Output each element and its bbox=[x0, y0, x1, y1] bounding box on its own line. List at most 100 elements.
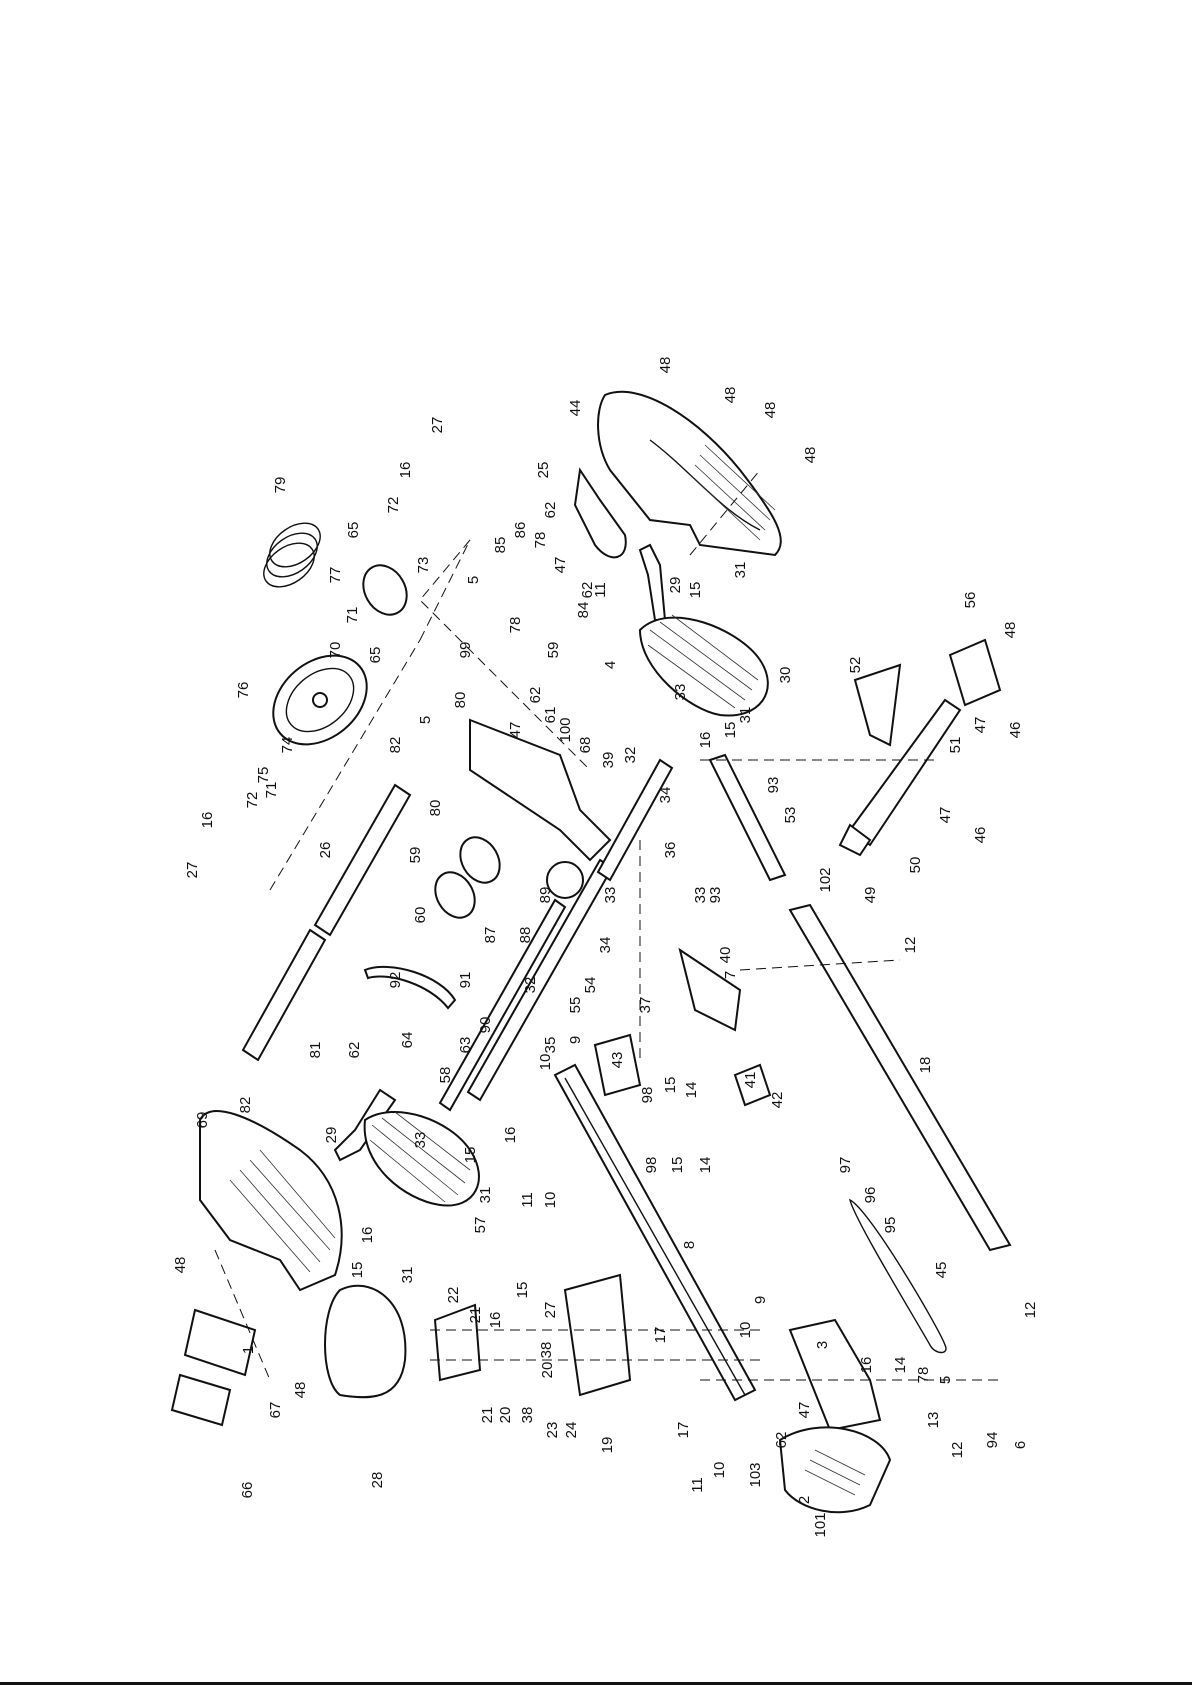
callout-31: 31 bbox=[477, 1187, 494, 1204]
callout-47: 47 bbox=[552, 557, 569, 574]
callout-37: 37 bbox=[637, 997, 654, 1014]
callout-34: 34 bbox=[597, 937, 614, 954]
arm-58 bbox=[438, 898, 567, 1112]
assembly-guides bbox=[214, 469, 1000, 1381]
callout-48: 48 bbox=[657, 357, 674, 374]
callout-85: 85 bbox=[492, 537, 509, 554]
callout-62: 62 bbox=[346, 1042, 363, 1059]
callout-72: 72 bbox=[385, 497, 402, 514]
callout-71: 71 bbox=[263, 782, 280, 799]
callout-15: 15 bbox=[662, 1077, 679, 1094]
block-56 bbox=[948, 638, 1002, 707]
callout-17: 17 bbox=[675, 1422, 692, 1439]
curved-guard bbox=[363, 965, 457, 1010]
callout-16: 16 bbox=[697, 732, 714, 749]
callout-47: 47 bbox=[796, 1402, 813, 1419]
callout-56: 56 bbox=[962, 592, 979, 609]
frame-41 bbox=[678, 947, 742, 1032]
callout-62: 62 bbox=[542, 502, 559, 519]
callout-9: 9 bbox=[752, 1296, 769, 1304]
belt-45 bbox=[848, 1198, 947, 1354]
callout-48: 48 bbox=[172, 1257, 189, 1274]
pedal-left bbox=[363, 1111, 480, 1207]
callout-16: 16 bbox=[397, 462, 414, 479]
callout-54: 54 bbox=[582, 977, 599, 994]
seat-cushion bbox=[324, 1284, 407, 1399]
front-shroud bbox=[199, 1110, 343, 1292]
callout-36: 36 bbox=[662, 842, 679, 859]
callout-88: 88 bbox=[517, 927, 534, 944]
callout-75: 75 bbox=[255, 767, 272, 784]
callout-29: 29 bbox=[323, 1127, 340, 1144]
parts-artwork bbox=[170, 390, 1012, 1514]
bracket-42 bbox=[733, 1063, 772, 1107]
callout-99: 99 bbox=[457, 642, 474, 659]
callout-87: 87 bbox=[482, 927, 499, 944]
callout-14: 14 bbox=[892, 1357, 909, 1374]
callout-67: 67 bbox=[267, 1402, 284, 1419]
callout-20: 20 bbox=[497, 1407, 514, 1424]
callout-55: 55 bbox=[567, 997, 584, 1014]
callout-48: 48 bbox=[762, 402, 779, 419]
callout-82: 82 bbox=[237, 1097, 254, 1114]
callout-14: 14 bbox=[697, 1157, 714, 1174]
callout-57: 57 bbox=[472, 1217, 489, 1234]
callout-32: 32 bbox=[522, 977, 539, 994]
callout-78: 78 bbox=[532, 532, 549, 549]
callout-18: 18 bbox=[917, 1057, 934, 1074]
callout-33: 33 bbox=[412, 1132, 429, 1149]
callout-16: 16 bbox=[502, 1127, 519, 1144]
callout-5: 5 bbox=[937, 1376, 954, 1384]
callout-80: 80 bbox=[452, 692, 469, 709]
callout-15: 15 bbox=[687, 582, 704, 599]
callout-98: 98 bbox=[639, 1087, 656, 1104]
console-67 bbox=[183, 1308, 257, 1377]
callout-40: 40 bbox=[717, 947, 734, 964]
callout-47: 47 bbox=[937, 807, 954, 824]
callout-25: 25 bbox=[535, 462, 552, 479]
callout-15: 15 bbox=[669, 1157, 686, 1174]
callout-15: 15 bbox=[462, 1147, 479, 1164]
callout-62: 62 bbox=[773, 1432, 790, 1449]
callout-45: 45 bbox=[933, 1262, 950, 1279]
callout-7: 7 bbox=[722, 971, 739, 979]
callout-48: 48 bbox=[802, 447, 819, 464]
callout-8: 8 bbox=[681, 1241, 698, 1249]
callout-90: 90 bbox=[477, 1017, 494, 1034]
callout-91: 91 bbox=[457, 972, 474, 989]
callout-89: 89 bbox=[537, 887, 554, 904]
console-66 bbox=[170, 1373, 232, 1427]
callout-74: 74 bbox=[279, 737, 296, 754]
callout-59: 59 bbox=[545, 642, 562, 659]
callout-15: 15 bbox=[349, 1262, 366, 1279]
callout-76: 76 bbox=[235, 682, 252, 699]
callout-102: 102 bbox=[817, 867, 834, 892]
callout-66: 66 bbox=[239, 1482, 256, 1499]
callout-16: 16 bbox=[359, 1227, 376, 1244]
callout-38: 38 bbox=[538, 1342, 555, 1359]
callout-21: 21 bbox=[467, 1307, 484, 1324]
callout-41: 41 bbox=[742, 1072, 759, 1089]
callout-92: 92 bbox=[387, 972, 404, 989]
front-foot bbox=[788, 1318, 882, 1432]
callout-1: 1 bbox=[240, 1346, 257, 1354]
callout-48: 48 bbox=[292, 1382, 309, 1399]
callout-14: 14 bbox=[683, 1082, 700, 1099]
rear-shroud bbox=[597, 390, 782, 557]
callout-48: 48 bbox=[1002, 622, 1019, 639]
callout-11: 11 bbox=[689, 1477, 706, 1493]
callout-31: 31 bbox=[732, 562, 749, 579]
callout-46: 46 bbox=[972, 827, 989, 844]
callout-10: 10 bbox=[737, 1322, 754, 1339]
callout-29: 29 bbox=[667, 577, 684, 594]
callout-61: 61 bbox=[542, 707, 559, 724]
pulley-60b bbox=[434, 871, 476, 919]
callout-27: 27 bbox=[542, 1302, 559, 1319]
callout-78: 78 bbox=[915, 1367, 932, 1384]
callout-100: 100 bbox=[557, 717, 574, 742]
callout-94: 94 bbox=[984, 1432, 1001, 1449]
callout-9: 9 bbox=[567, 1036, 584, 1044]
callout-31: 31 bbox=[399, 1267, 416, 1284]
frame-upright bbox=[469, 718, 612, 862]
